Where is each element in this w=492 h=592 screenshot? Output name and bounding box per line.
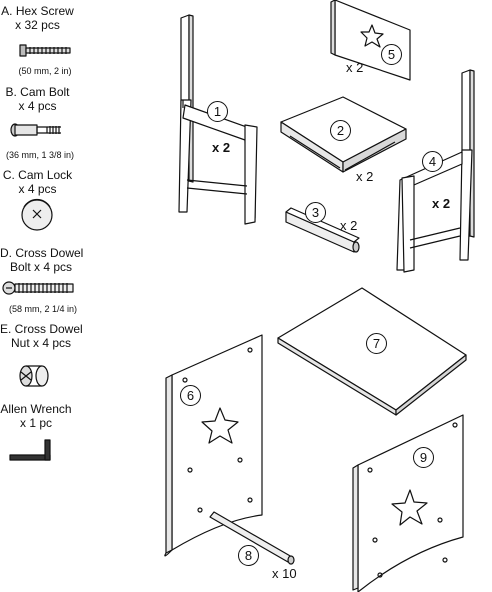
hardware-dim: (36 mm, 1 3/8 in) [5,150,75,160]
hardware-b: B. Cam Bolt x 4 pcs [0,85,75,113]
part-1-leg-frame [178,14,258,225]
hardware-qty: x 1 pc [19,416,52,430]
hardware-a: A. Hex Screw x 32 pcs [0,4,75,32]
part-3-stretcher-rail [285,207,360,253]
part-number-2: 2 [330,120,351,141]
part-9-side-panel [352,414,464,592]
cross-dowel-bolt-illustration [2,281,74,295]
hex-screw-illustration [19,44,71,57]
part-number-7: 7 [366,333,387,354]
part-5-backrest [330,0,411,81]
part-number-6: 6 [180,385,201,406]
cross-dowel-nut-illustration [19,365,49,387]
hardware-dim: (50 mm, 2 in) [18,66,72,76]
part-qty-1: x 2 [212,140,231,155]
hardware-name: A. Hex Screw [1,4,74,18]
part-qty-5: x 2 [346,60,364,75]
part-number-1: 1 [207,101,228,122]
hardware-name: Allen Wrench [0,402,72,416]
hardware-dim: (58 mm, 2 1/4 in) [8,304,78,314]
hardware-name: C. Cam Lock [2,168,73,182]
part-8-dowel [209,511,295,565]
part-qty-3: x 2 [340,218,358,233]
part-number-8: 8 [238,545,259,566]
hardware-qty: x 4 pcs [18,182,57,196]
hardware-c: C. Cam Lock x 4 pcs [0,168,75,196]
hardware-name: E. Cross Dowel [0,322,83,336]
part-4-leg-frame [396,69,475,273]
part-qty-8: x 10 [272,566,297,581]
part-number-9: 9 [413,447,434,468]
hardware-qty: Bolt x 4 pcs [9,260,73,274]
part-number-5: 5 [381,44,402,65]
part-number-3: 3 [305,202,326,223]
hardware-a-dim: (50 mm, 2 in) [0,64,90,78]
hardware-qty: x 32 pcs [15,18,60,32]
hardware-d: D. Cross Dowel Bolt x 4 pcs [0,246,84,274]
allen-wrench-illustration [9,439,51,461]
part-qty-4: x 2 [432,196,451,211]
hardware-name: B. Cam Bolt [5,85,70,99]
hardware-d-dim: (58 mm, 2 1/4 in) [0,302,86,316]
hardware-qty: Nut x 4 pcs [10,336,72,350]
cam-bolt-illustration [10,123,61,137]
hardware-name: D. Cross Dowel [0,246,84,260]
part-6-side-panel [164,334,263,557]
hardware-wrench: Allen Wrench x 1 pc [0,402,72,430]
hardware-e: E. Cross Dowel Nut x 4 pcs [0,322,83,350]
hardware-b-dim: (36 mm, 1 3/8 in) [0,148,80,162]
part-number-4: 4 [422,151,443,172]
cam-lock-illustration [21,198,53,231]
part-qty-2: x 2 [356,169,374,184]
hardware-qty: x 4 pcs [18,99,57,113]
